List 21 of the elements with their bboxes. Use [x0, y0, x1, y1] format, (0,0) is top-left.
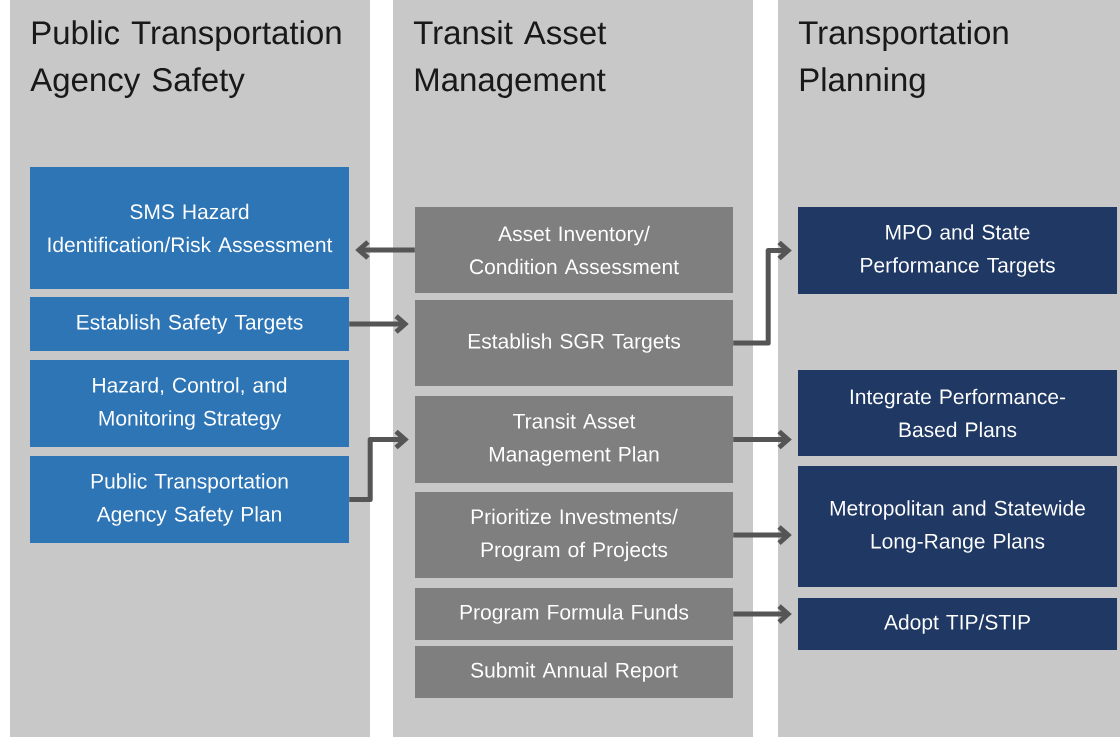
arrow [733, 525, 792, 545]
arrow [733, 429, 792, 450]
process-box: MPO and State Performance Targets [798, 207, 1117, 294]
process-box: Asset Inventory/ Condition Assessment [415, 207, 733, 293]
process-box: Adopt TIP/STIP [798, 598, 1117, 650]
arrow [349, 429, 409, 502]
process-box: Integrate Performance-Based Plans [798, 370, 1117, 456]
arrow [733, 240, 792, 346]
process-box: Submit Annual Report [415, 646, 733, 698]
arrow [355, 240, 415, 260]
process-box: Public Transportation Agency Safety Plan [30, 456, 349, 543]
process-box: Hazard, Control, and Monitoring Strategy [30, 360, 349, 447]
process-box: Establish SGR Targets [415, 300, 733, 386]
arrow [349, 314, 409, 334]
arrow [733, 604, 792, 624]
process-box: Establish Safety Targets [30, 297, 349, 351]
process-box: SMS Hazard Identification/Risk Assessment [30, 167, 349, 289]
process-box: Metropolitan and Statewide Long-Range Plans [798, 466, 1117, 587]
process-box: Program Formula Funds [415, 588, 733, 640]
process-box: Transit Asset Management Plan [415, 396, 733, 483]
process-box: Prioritize Investments/ Program of Projects [415, 492, 733, 578]
